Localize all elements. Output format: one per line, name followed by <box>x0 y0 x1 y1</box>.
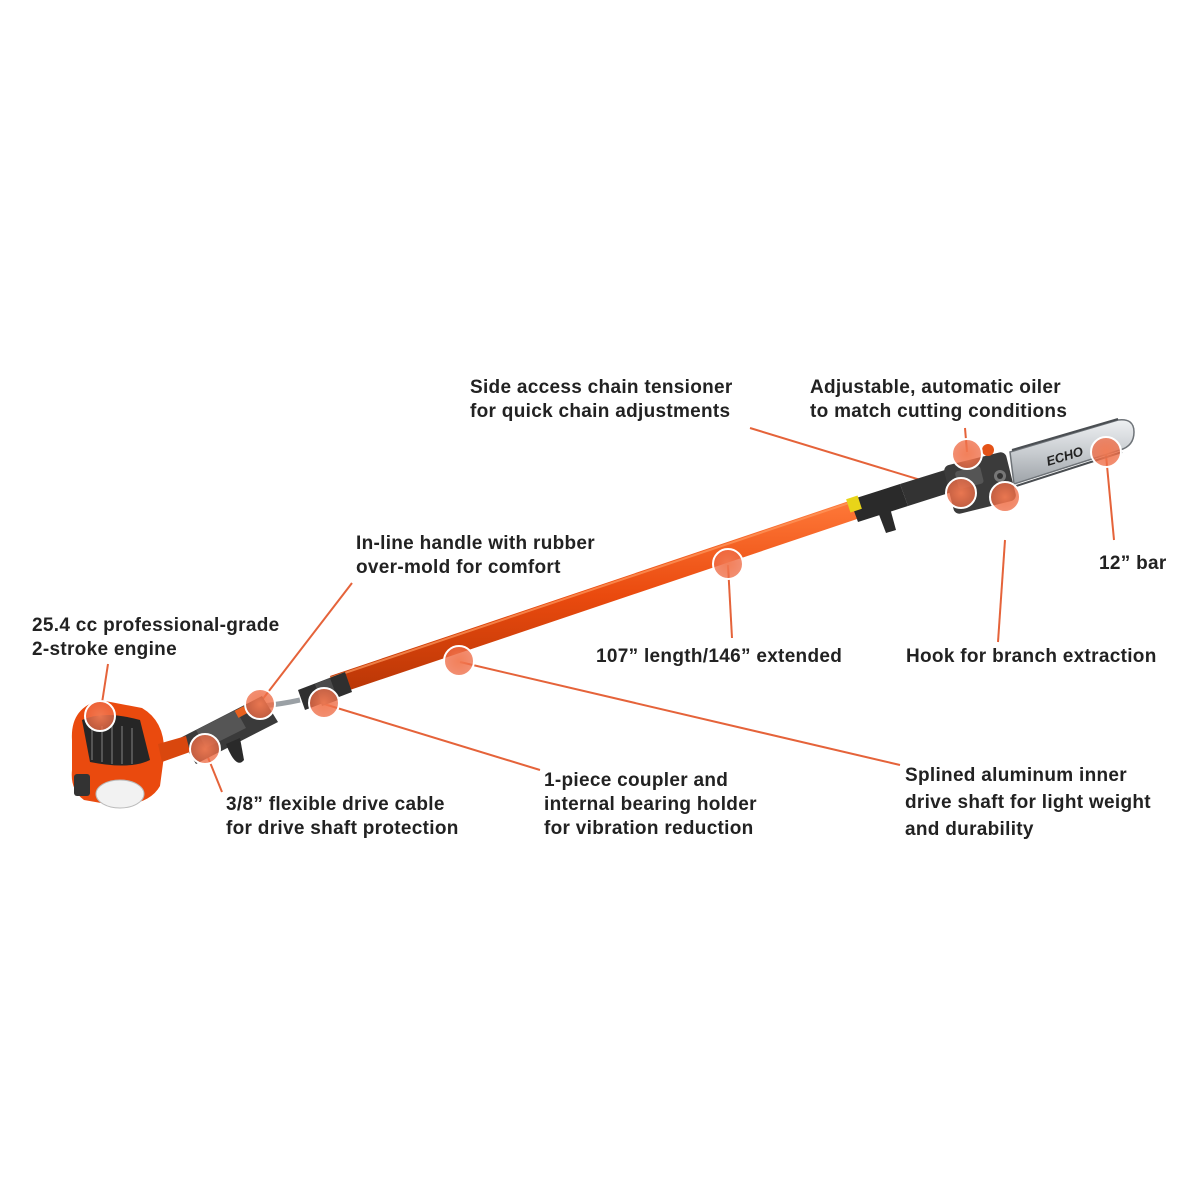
callout-drive-cable: 3/8” flexible drive cable for drive shaf… <box>226 793 459 841</box>
callout-coupler: 1-piece coupler and internal bearing hol… <box>544 769 757 841</box>
callout-inline-handle: In-line handle with rubber over-mold for… <box>356 532 595 580</box>
callout-length-line-1: 107” length/146” extended <box>596 646 843 667</box>
callout-coupler-line-3: for vibration reduction <box>544 818 754 839</box>
callout-dots <box>84 436 1122 765</box>
callout-engine-line-2: 2-stroke engine <box>32 639 177 660</box>
line-drive-shaft <box>459 661 901 766</box>
callout-drive-shaft-line-3: and durability <box>905 819 1034 840</box>
dot-chain-tensioner <box>945 477 977 509</box>
callout-engine: 25.4 cc professional-grade 2-stroke engi… <box>32 614 280 662</box>
callout-hook: Hook for branch extraction <box>906 645 1157 669</box>
callout-coupler-line-1: 1-piece coupler and <box>544 770 729 791</box>
callout-drive-shaft-line-1: Splined aluminum inner <box>905 765 1127 786</box>
line-bar <box>1105 454 1115 541</box>
orange-tube <box>330 498 866 694</box>
dot-hook <box>989 481 1021 513</box>
dot-coupler <box>308 687 340 719</box>
line-inline-handle <box>261 582 353 701</box>
pole-shaft <box>261 470 952 710</box>
dot-bar <box>1090 436 1122 468</box>
dot-drive-cable <box>189 733 221 765</box>
callout-bar: 12” bar <box>1099 552 1167 576</box>
callout-inline-handle-line-1: In-line handle with rubber <box>356 533 595 554</box>
callout-chain-tensioner: Side access chain tensioner for quick ch… <box>470 376 733 424</box>
dot-inline-handle <box>244 688 276 720</box>
callout-drive-shaft-line-2: drive shaft for light weight <box>905 792 1151 813</box>
lever <box>878 508 896 533</box>
dot-auto-oiler <box>951 438 983 470</box>
callout-inline-handle-line-2: over-mold for comfort <box>356 557 561 578</box>
callout-engine-line-1: 25.4 cc professional-grade <box>32 615 280 636</box>
upper-collar <box>850 484 908 522</box>
callout-chain-tensioner-line-2: for quick chain adjustments <box>470 401 731 422</box>
callout-auto-oiler-line-1: Adjustable, automatic oiler <box>810 377 1061 398</box>
callout-drive-cable-line-1: 3/8” flexible drive cable <box>226 794 445 815</box>
oil-cap <box>982 444 994 456</box>
dot-drive-shaft <box>443 645 475 677</box>
callout-bar-line-1: 12” bar <box>1099 553 1167 574</box>
callout-drive-shaft: Splined aluminum inner drive shaft for l… <box>905 762 1151 843</box>
dot-engine <box>84 700 116 732</box>
line-hook <box>997 539 1006 643</box>
line-coupler <box>323 703 541 771</box>
callout-drive-cable-line-2: for drive shaft protection <box>226 818 459 839</box>
callout-auto-oiler-line-2: to match cutting conditions <box>810 401 1068 422</box>
callout-hook-line-1: Hook for branch extraction <box>906 646 1157 667</box>
fuel-tank <box>95 779 145 809</box>
dot-length <box>712 548 744 580</box>
callout-coupler-line-2: internal bearing holder <box>544 794 757 815</box>
callout-length: 107” length/146” extended <box>596 645 842 669</box>
callout-auto-oiler: Adjustable, automatic oiler to match cut… <box>810 376 1067 424</box>
guide-bar <box>1009 419 1135 485</box>
throttle-trigger <box>226 738 244 763</box>
callout-chain-tensioner-line-1: Side access chain tensioner <box>470 377 733 398</box>
